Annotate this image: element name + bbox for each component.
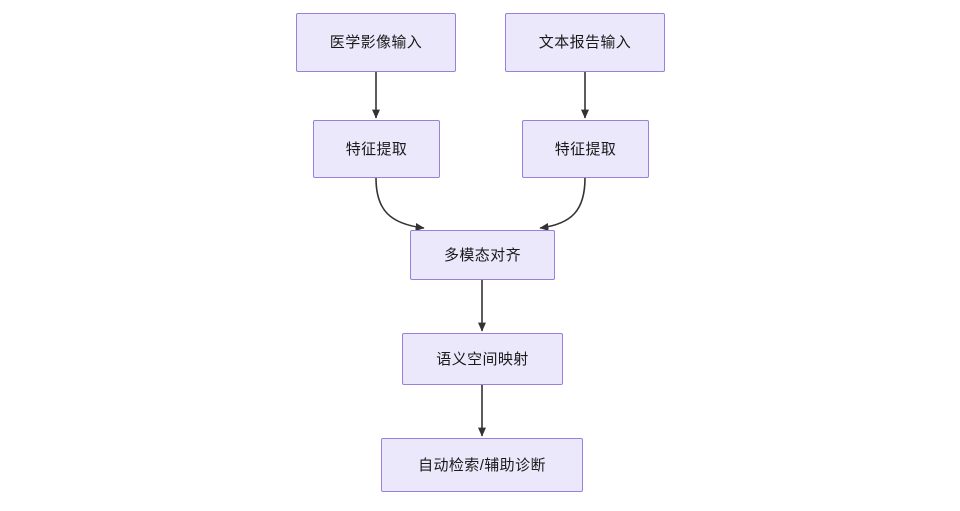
node-feature-extraction-image[interactable]: 特征提取 [313,120,440,178]
edge-feature-text-to-alignment [539,177,586,231]
node-semantic-space-mapping-label: 语义空间映射 [436,350,529,368]
node-multimodal-alignment[interactable]: 多模态对齐 [410,230,555,280]
node-text-input[interactable]: 文本报告输入 [505,13,665,72]
node-retrieval-diagnosis-label: 自动检索/辅助诊断 [418,456,546,474]
node-text-input-label: 文本报告输入 [538,34,632,51]
node-feature-extraction-text[interactable]: 特征提取 [522,120,649,178]
edge-feature-image-to-alignment [375,177,425,231]
node-feature-extraction-text-label: 特征提取 [554,140,617,158]
node-image-input-label: 医学影像输入 [329,34,423,51]
node-image-input[interactable]: 医学影像输入 [296,13,456,72]
node-multimodal-alignment-label: 多模态对齐 [443,246,521,264]
node-retrieval-diagnosis[interactable]: 自动检索/辅助诊断 [381,438,583,492]
node-semantic-space-mapping[interactable]: 语义空间映射 [402,333,563,385]
node-feature-extraction-image-label: 特征提取 [345,140,408,158]
